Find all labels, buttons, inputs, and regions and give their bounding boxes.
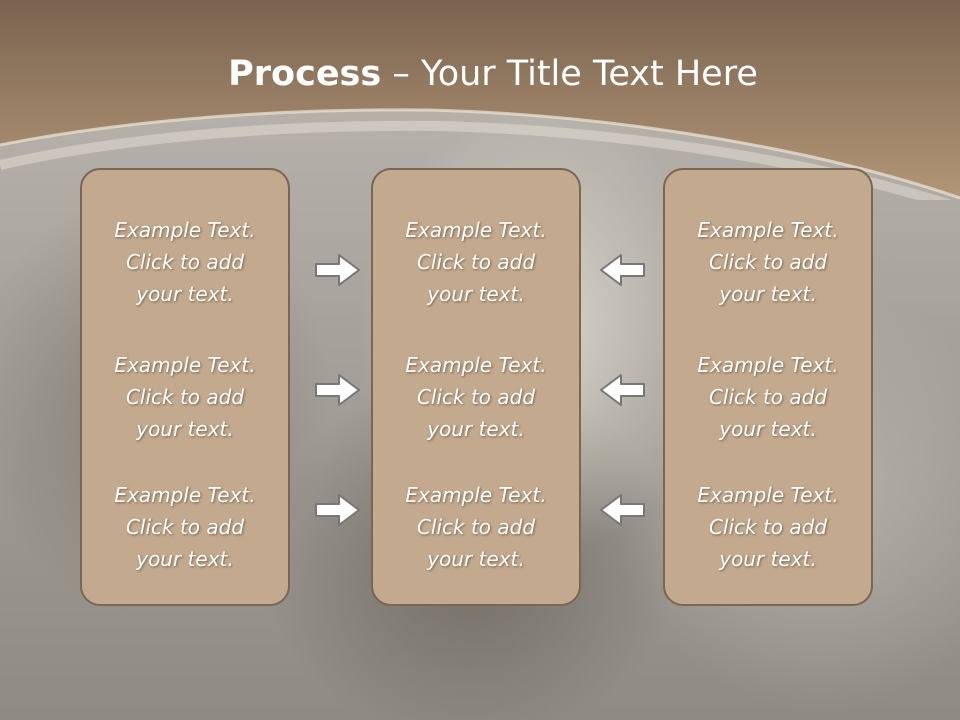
title-bold: Process <box>228 54 382 94</box>
text-line: Example Text. <box>405 483 547 507</box>
left-arrow-icon <box>600 254 645 286</box>
title-rest: – Your Title Text Here <box>381 54 758 94</box>
text-line: Click to add <box>416 250 536 274</box>
center-panel[interactable]: Example Text. Click to add your text. Ex… <box>371 168 581 606</box>
text-line: Click to add <box>708 250 828 274</box>
text-line: your text. <box>136 417 234 441</box>
text-line: Example Text. <box>114 218 256 242</box>
text-line: Example Text. <box>697 353 839 377</box>
left-panel[interactable]: Example Text. Click to add your text. Ex… <box>80 168 290 606</box>
text-line: Click to add <box>416 385 536 409</box>
text-line: your text. <box>136 547 234 571</box>
text-line: your text. <box>427 417 525 441</box>
right-arrow-icon <box>315 254 360 286</box>
text-line: your text. <box>136 282 234 306</box>
text-block[interactable]: Example Text. Click to add your text. <box>665 349 871 445</box>
text-line: Example Text. <box>697 218 839 242</box>
right-arrow-icon <box>315 494 360 526</box>
left-arrow-icon <box>600 374 645 406</box>
text-line: your text. <box>427 282 525 306</box>
text-line: Click to add <box>125 515 245 539</box>
text-line: Example Text. <box>114 353 256 377</box>
text-block[interactable]: Example Text. Click to add your text. <box>665 214 871 310</box>
text-line: Example Text. <box>697 483 839 507</box>
right-arrow-icon <box>315 374 360 406</box>
text-block[interactable]: Example Text. Click to add your text. <box>82 479 288 575</box>
text-block[interactable]: Example Text. Click to add your text. <box>373 479 579 575</box>
text-block[interactable]: Example Text. Click to add your text. <box>373 214 579 310</box>
text-block[interactable]: Example Text. Click to add your text. <box>373 349 579 445</box>
text-line: Click to add <box>708 515 828 539</box>
right-panel[interactable]: Example Text. Click to add your text. Ex… <box>663 168 873 606</box>
text-block[interactable]: Example Text. Click to add your text. <box>82 214 288 310</box>
text-line: Example Text. <box>405 218 547 242</box>
text-line: Click to add <box>125 385 245 409</box>
text-block[interactable]: Example Text. Click to add your text. <box>665 479 871 575</box>
text-line: your text. <box>719 282 817 306</box>
text-line: Click to add <box>708 385 828 409</box>
text-line: Click to add <box>125 250 245 274</box>
text-line: Click to add <box>416 515 536 539</box>
text-line: your text. <box>719 547 817 571</box>
text-line: Example Text. <box>114 483 256 507</box>
left-arrow-icon <box>600 494 645 526</box>
text-line: your text. <box>719 417 817 441</box>
slide-title[interactable]: Process – Your Title Text Here <box>0 52 960 96</box>
text-line: Example Text. <box>405 353 547 377</box>
text-line: your text. <box>427 547 525 571</box>
text-block[interactable]: Example Text. Click to add your text. <box>82 349 288 445</box>
